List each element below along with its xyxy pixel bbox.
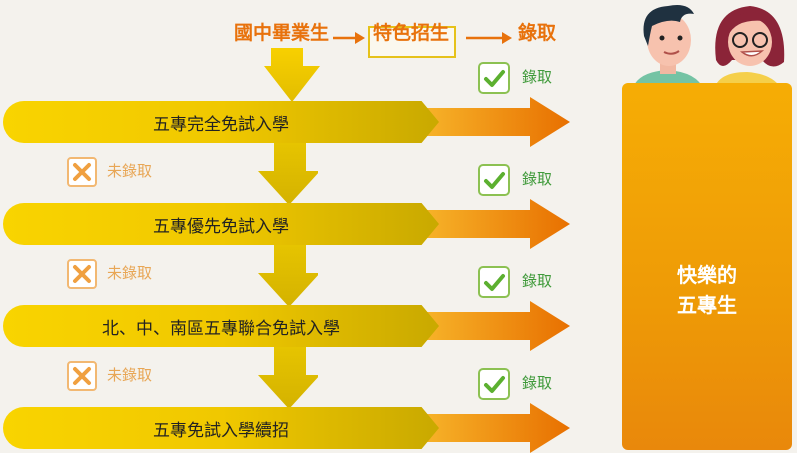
header-program-box xyxy=(368,26,456,58)
arrow-right-icon xyxy=(466,32,512,44)
stage-bar: 五專優先免試入學 xyxy=(3,203,439,245)
check-icon xyxy=(478,368,510,400)
check-icon xyxy=(478,164,510,196)
arrow-down-icon xyxy=(258,245,318,307)
x-icon xyxy=(67,361,97,391)
rejected-label: 未錄取 xyxy=(107,264,153,282)
arrow-down-icon xyxy=(264,48,320,102)
stage-bar: 五專免試入學續招 xyxy=(3,407,439,449)
header-program: 特色招生 xyxy=(373,22,450,44)
stage-bar: 北、中、南區五專聯合免試入學 xyxy=(3,305,439,347)
x-icon xyxy=(67,157,97,187)
arrow-right-icon xyxy=(420,97,570,147)
header-result: 錄取 xyxy=(518,22,557,44)
arrow-down-icon xyxy=(258,143,318,205)
x-icon xyxy=(67,259,97,289)
students-illustration xyxy=(632,5,785,90)
flow-header: 國中畢業生 特色招生 錄取 xyxy=(0,14,797,58)
rejected-label: 未錄取 xyxy=(107,162,153,180)
arrow-down-icon xyxy=(258,347,318,409)
stage-bar: 五專完全免試入學 xyxy=(3,101,439,143)
accepted-label: 錄取 xyxy=(522,272,553,290)
accepted-label: 錄取 xyxy=(522,374,553,392)
arrow-right-icon xyxy=(420,403,570,453)
check-icon xyxy=(478,62,510,94)
stage-label: 北、中、南區五專聯合免試入學 xyxy=(102,318,340,339)
check-icon xyxy=(478,266,510,298)
stage-label: 五專優先免試入學 xyxy=(153,216,289,237)
goal-text: 快樂的 五專生 xyxy=(622,260,792,320)
rejected-label: 未錄取 xyxy=(107,366,153,384)
goal-box: 快樂的 五專生 xyxy=(622,83,792,450)
goal-line-1: 快樂的 xyxy=(677,263,737,287)
header-start: 國中畢業生 xyxy=(234,22,330,44)
arrow-right-icon xyxy=(420,199,570,249)
stage-label: 五專免試入學續招 xyxy=(153,420,289,441)
stage-label: 五專完全免試入學 xyxy=(153,114,289,135)
accepted-label: 錄取 xyxy=(522,170,553,188)
goal-line-2: 五專生 xyxy=(677,293,737,317)
arrow-right-icon xyxy=(333,32,365,44)
accepted-label: 錄取 xyxy=(522,68,553,86)
arrow-right-icon xyxy=(420,301,570,351)
